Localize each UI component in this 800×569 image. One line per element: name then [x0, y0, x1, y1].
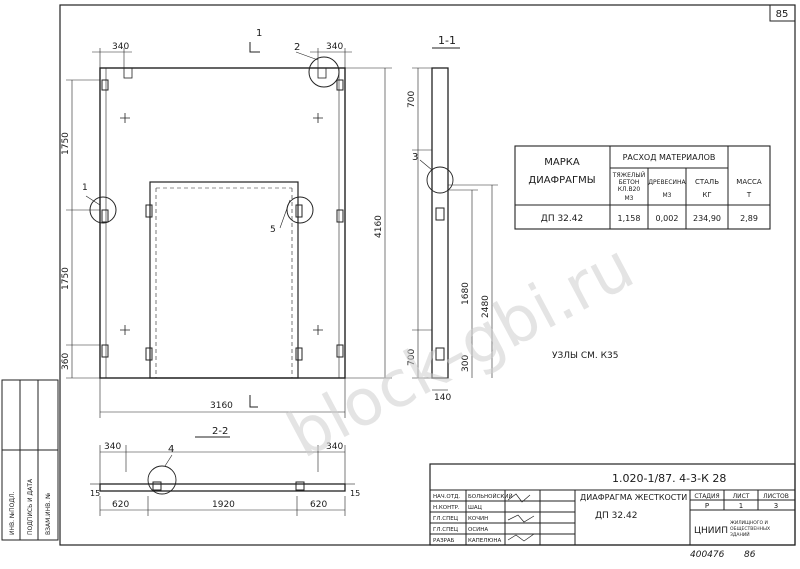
dim-left-bottom: 360	[61, 353, 71, 370]
s22-dim-left: 340	[104, 442, 121, 452]
tb-stage-label: СТАДИЯ	[694, 493, 719, 500]
callout-5: 5	[270, 225, 276, 235]
th-consumption: РАСХОД МАТЕРИАЛОВ	[623, 153, 716, 162]
signer-name: КАПЕЛЮНА	[468, 538, 501, 544]
s22-h-right: 15	[350, 489, 360, 498]
s22-span-mid: 1920	[212, 500, 235, 510]
tb-org-sub-2: ОБЩЕСТВЕННЫХ	[730, 526, 770, 532]
tb-org: ЦНИИП	[694, 526, 728, 536]
section-1-1-title: 1-1	[438, 34, 456, 47]
signer-role: РАЗРАБ	[433, 538, 455, 544]
signer-name: ОСИНА	[468, 527, 488, 533]
dim-bottom-total: 3160	[210, 401, 233, 411]
callout-2: 2	[294, 42, 300, 53]
dim-top-right: 340	[326, 42, 343, 52]
tb-sheet: 1	[739, 502, 743, 510]
th-steel-1: СТАЛЬ	[695, 178, 719, 186]
s22-h-left: 15	[90, 489, 100, 498]
signer-role: НАЧ.ОТД.	[433, 494, 460, 500]
tb-stage: Р	[705, 502, 709, 510]
s11-dim-bottom-right: 300	[461, 355, 471, 372]
td-wood: 0,002	[656, 214, 679, 223]
nodes-note: УЗЛЫ СМ. К35	[552, 351, 618, 361]
th-concrete-4: М3	[625, 195, 634, 202]
s11-dim-width: 140	[434, 393, 451, 403]
section-1-1	[412, 47, 498, 391]
callout-1: 1	[82, 183, 88, 193]
s22-dim-right: 340	[326, 442, 343, 452]
th-wood-2: М3	[663, 192, 672, 199]
corner-number: 85	[776, 9, 789, 20]
tb-mark: ДП 32.42	[595, 511, 637, 521]
td-steel: 234,90	[693, 214, 721, 223]
sheet-frame	[59, 4, 796, 546]
section-2-2-title: 2-2	[212, 426, 228, 437]
th-concrete-1: ТЯЖЕЛЫЙ	[612, 172, 645, 179]
th-mark-2: ДИАФРАГМЫ	[528, 175, 595, 186]
s11-dim-bottom-left: 700	[407, 349, 417, 366]
tb-sheets: 3	[774, 502, 778, 510]
dim-left-lower: 1750	[61, 267, 71, 290]
th-mark: МАРКА	[544, 157, 580, 168]
signer-name: БОЛЬНОЙСКИЙ	[468, 493, 513, 500]
s11-dim-right: 2480	[481, 295, 491, 318]
s22-span-right: 620	[310, 500, 327, 510]
th-wood-1: ДРЕВЕСИНА	[648, 179, 686, 186]
signer-role: ГЛ.СПЕЦ	[433, 516, 459, 522]
stamp-number: 400476	[690, 550, 725, 560]
tb-org-sub-1: ЖИЛИЩНОГО И	[730, 520, 768, 526]
stamp-sheet: 86	[744, 550, 756, 560]
section-2-2	[90, 436, 355, 516]
s11-dim-top: 700	[407, 91, 417, 108]
th-concrete-3: КЛ.В20	[618, 186, 641, 193]
signer-name: КОЧИН	[468, 516, 488, 522]
front-elevation	[66, 42, 392, 418]
tb-code: 1.020-1/87. 4-3-К 28	[612, 472, 726, 485]
th-mass-1: МАССА	[736, 178, 762, 186]
section-mark-top: 1	[256, 28, 262, 39]
signer-role: Н.КОНТР.	[433, 505, 460, 511]
stamp-replace: ВЗАМ.ИНВ. №	[45, 493, 52, 535]
materials-table	[514, 145, 771, 230]
tb-title: ДИАФРАГМА ЖЕСТКОСТИ	[580, 493, 687, 502]
signer-role: ГЛ.СПЕЦ	[433, 527, 459, 533]
tb-sheet-label: ЛИСТ	[733, 493, 750, 500]
stamp-inv: ИНВ. №ПОДЛ.	[9, 491, 16, 535]
stamp-sign: ПОДПИСЬ И ДАТА	[27, 478, 34, 535]
s11-dim-mid: 1680	[461, 282, 471, 305]
th-steel-2: КГ	[702, 191, 711, 199]
tb-sheets-label: ЛИСТОВ	[763, 493, 789, 500]
dim-right-total: 4160	[374, 215, 384, 238]
callout-3: 3	[412, 152, 418, 163]
td-mass: 2,89	[740, 214, 758, 223]
dim-left-upper: 1750	[61, 132, 71, 155]
td-mark: ДП 32.42	[541, 214, 583, 224]
signer-name: ШАЦ	[468, 505, 483, 511]
th-concrete-2: БЕТОН	[619, 179, 640, 186]
callout-4: 4	[168, 444, 174, 455]
th-mass-2: Т	[746, 191, 752, 199]
tb-org-sub-3: ЗДАНИЙ	[730, 531, 750, 538]
s22-span-left: 620	[112, 500, 129, 510]
dim-top-left: 340	[112, 42, 129, 52]
td-concrete: 1,158	[618, 214, 641, 223]
side-stamp: ИНВ. №ПОДЛ. ПОДПИСЬ И ДАТА ВЗАМ.ИНВ. №	[1, 379, 59, 541]
title-block	[429, 463, 796, 546]
